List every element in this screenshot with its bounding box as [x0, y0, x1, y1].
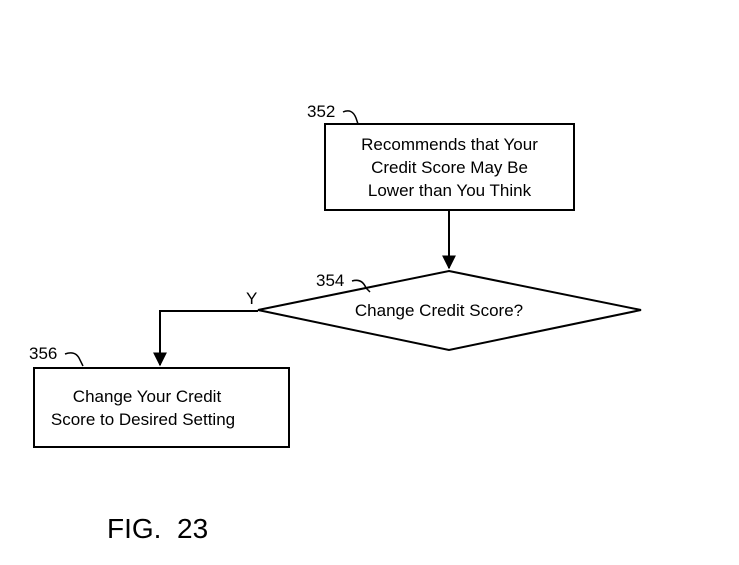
decision-354-text: Change Credit Score?: [355, 301, 523, 320]
ref-label-354: 354: [316, 271, 344, 290]
ref-leader-356: [64, 352, 84, 367]
ref-leader-354: [351, 279, 371, 293]
process-box-352: Recommends that Your Credit Score May Be…: [324, 123, 575, 211]
figure-caption: FIG. 23: [107, 513, 208, 544]
decision-diamond-354: Change Credit Score?: [257, 269, 642, 352]
process-box-352-line-1: Recommends that Your: [361, 135, 538, 154]
process-box-352-border: [324, 123, 575, 211]
process-box-356-line-2: Score to Desired Setting: [51, 410, 235, 429]
process-box-356-line-1: Change Your Credit: [73, 387, 222, 406]
process-box-352-line-2: Credit Score May Be: [371, 158, 528, 177]
ref-label-352: 352: [307, 102, 335, 121]
decision-diamond-354-border: [257, 269, 642, 352]
ref-leader-352: [342, 110, 359, 125]
process-box-356-border: [33, 367, 290, 448]
arrow-354-yes-to-356: [153, 310, 258, 367]
ref-label-356: 356: [29, 344, 57, 363]
process-box-352-line-3: Lower than You Think: [368, 181, 532, 200]
process-box-356: Change Your Credit Score to Desired Sett…: [33, 367, 290, 448]
yes-branch-label: Y: [246, 289, 257, 308]
